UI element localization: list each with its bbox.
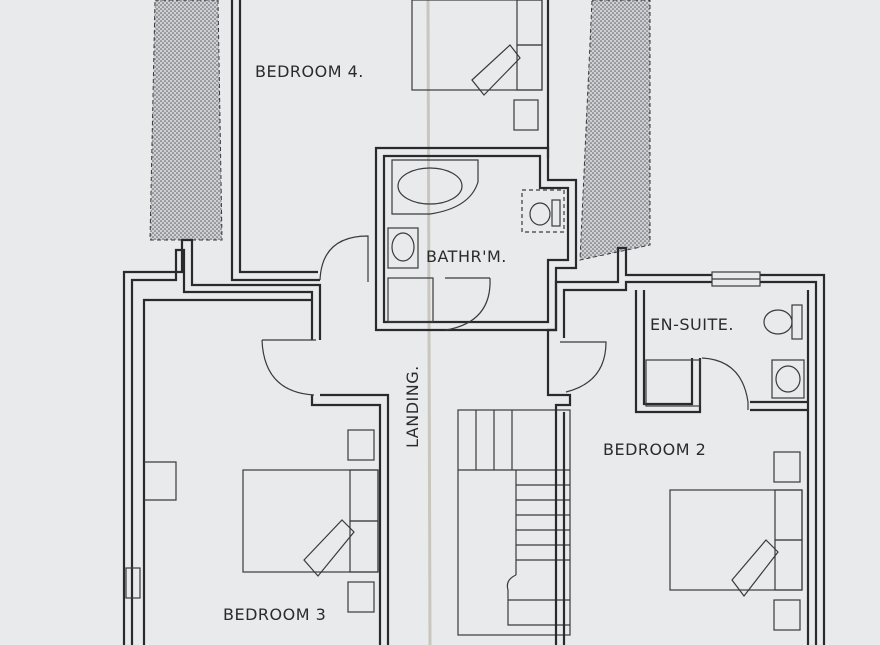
window-bedroom-3	[125, 567, 141, 599]
shower-bathroom	[387, 277, 434, 323]
bathroom-walls	[374, 146, 578, 332]
label-bathroom: BATHR'M.	[426, 247, 507, 266]
bed-bedroom-2	[669, 451, 803, 631]
bed-bedroom-4	[411, 0, 543, 131]
bathroom-door	[445, 277, 491, 331]
label-bedroom-2: BEDROOM 2	[603, 440, 706, 459]
sink-bathroom	[387, 227, 419, 269]
hatched-wall-left	[149, 0, 223, 241]
bedroom-2-walls	[546, 246, 826, 645]
sink-ensuite	[771, 359, 805, 399]
label-bedroom-4: BEDROOM 4.	[255, 62, 364, 81]
hatched-wall-right	[579, 0, 651, 261]
ensuite-door	[701, 357, 749, 410]
label-ensuite: EN-SUITE.	[650, 315, 734, 334]
label-landing: LANDING.	[403, 365, 422, 448]
bedroom-2-door	[560, 341, 607, 393]
bedroom-4-door	[319, 235, 369, 282]
bedroom-3-door	[261, 339, 316, 396]
label-bedroom-3: BEDROOM 3	[223, 605, 326, 624]
shower-ensuite	[645, 359, 701, 407]
toilet-ensuite	[763, 304, 803, 340]
toilet-bathroom	[521, 189, 565, 233]
bedroom-4-walls	[230, 0, 550, 282]
staircase	[457, 409, 571, 636]
bed-bedroom-3	[242, 429, 379, 613]
bath-tub	[391, 159, 479, 215]
bedroom-3-walls	[122, 238, 390, 645]
